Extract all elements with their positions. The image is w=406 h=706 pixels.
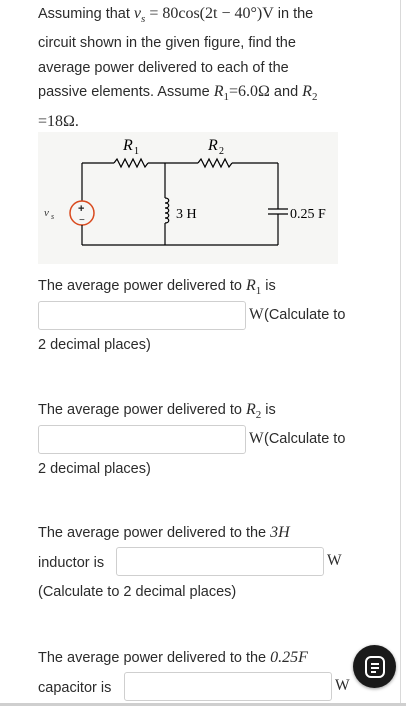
problem-statement: Assuming that vs = 80cos(2t − 40°)V in t… [38,2,378,134]
inductor-label: 3 H [176,207,197,222]
answer-input-r2[interactable] [38,425,246,454]
inductor-coil [164,197,170,224]
unit-r2: W [249,430,264,447]
circuit-figure: R 1 R 2 v s + − 3 H 0.25 F [38,132,338,264]
resistor-r1 [113,157,149,169]
vs-label: v [44,207,49,219]
resistor-r2 [197,157,233,169]
answer-input-inductor[interactable] [116,547,324,576]
vs-plus: + [78,203,84,215]
question-capacitor-text: The average power delivered to the 0.25F [38,649,308,666]
r2-sub: 2 [219,146,224,157]
unit-inductor: W [327,552,342,569]
r1-label: R [122,137,133,154]
question-inductor-text: The average power delivered to the 3H [38,524,290,541]
circuit-diagram: R 1 R 2 v s + − 3 H 0.25 F [44,137,326,246]
statement-line-4: passive elements. Assume R1=6.0Ω and R2 [38,83,318,104]
list-doc-icon [364,655,385,678]
question-r1-text: The average power delivered to R1 is [38,277,276,297]
vs-sub: s [51,212,54,221]
answer-input-capacitor[interactable] [124,672,332,701]
answer-input-r1[interactable] [38,301,246,330]
r2-label: R [207,137,218,154]
calc-tail-r2: 2 decimal places) [38,461,151,477]
floating-notes-button[interactable] [353,645,396,688]
inductor-is-label: inductor is [38,555,105,571]
capacitor-is-label: capacitor is [38,680,112,696]
unit-capacitor: W [335,677,350,694]
bottom-edge [0,703,406,706]
r1-sub: 1 [134,146,139,157]
statement-line-5: =18Ω. [38,112,79,130]
question-r2-text: The average power delivered to R2 is [38,401,276,421]
statement-line-1: Assuming that vs = 80cos(2t − 40°)V in t… [38,5,314,25]
calc-note-r1: (Calculate to [264,307,346,323]
statement-line-2: circuit shown in the given figure, find … [38,35,296,52]
statement-line-3: average power delivered to each of the [38,59,289,76]
calc-tail-inductor: (Calculate to 2 decimal places) [38,584,237,600]
capacitor-label: 0.25 F [290,207,326,222]
unit-r1: W [249,306,264,323]
calc-tail-r1: 2 decimal places) [38,337,151,353]
calc-note-r2: (Calculate to [264,431,346,447]
vs-minus: − [79,215,85,226]
